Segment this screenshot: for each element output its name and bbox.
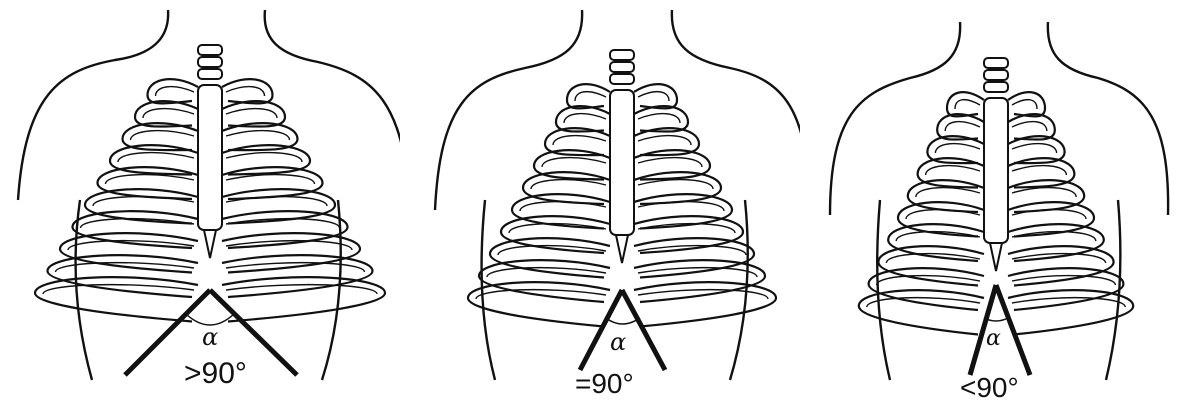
rib-right [222,277,385,321]
rib-right-inner [1012,100,1037,109]
rib-right-inner [1012,122,1047,131]
rib-right-inner [638,92,669,101]
rib-right-inner [1012,144,1057,153]
rib-right-inner [638,136,691,145]
panel-acute: α <90° [800,0,1184,405]
angle-label: =90° [575,368,634,399]
rib-right-inner [226,87,265,96]
rib-right-inner [638,180,713,189]
sternum [984,98,1008,243]
angle-right-line [996,285,1030,375]
alpha-label: α [202,323,218,351]
alpha-label: α [986,326,1001,351]
rib-right-inner [226,241,352,250]
angle-label: <90° [960,372,1019,403]
rib-right-inner [638,114,680,123]
rib-right-inner [226,153,302,162]
vertebra [610,74,634,84]
rib-right-inner [1012,254,1106,263]
rib-right-inner [226,175,315,184]
vertebra [610,62,634,72]
rib-left-inner [531,180,606,189]
panel-obtuse: α >90° [0,0,400,405]
panel-right-angle: α =90° [400,0,800,405]
vertebra [198,45,222,55]
rib-left-inner [575,92,606,101]
rib-left-inner [118,153,194,162]
rib-right [634,282,776,326]
rib-left-inner [131,131,195,140]
rib-right [1008,290,1133,334]
rib-left-inner [935,144,980,153]
vertebra [984,58,1008,68]
rib-left-inner [564,114,606,123]
xiphoid-process [616,235,628,263]
rib-right-inner [638,246,746,255]
rib-left-inner [916,188,980,197]
infrasternal-angle: α =90° [575,290,665,399]
vertebra [198,69,222,79]
ribcage [35,45,385,322]
vertebra [198,57,222,67]
vertebra [984,82,1008,92]
ribcage [468,50,776,327]
rib-left-inner [926,166,980,175]
rib-right-inner [226,109,277,118]
rib-left-inner [886,254,980,263]
rib-left [468,282,610,326]
infrasternal-angle: α >90° [125,290,297,390]
rib-left [60,233,198,272]
infrasternal-angle: α <90° [960,285,1030,403]
rib-left-inner [68,241,194,250]
rib-left-inner [955,100,980,109]
rib-right-inner [1012,298,1125,307]
rib-left-inner [498,246,606,255]
rib-left-inner [553,136,606,145]
rib-right-inner [226,131,290,140]
rib-left-inner [106,175,195,184]
vertebra [984,70,1008,80]
sternum [610,90,634,235]
rib-left-inner [867,298,980,307]
rib-right [222,233,360,272]
vertebra [610,50,634,60]
body-outline [435,10,800,380]
rib-left-inner [542,158,606,167]
sternum [198,85,222,230]
rib-left [35,277,198,321]
xiphoid-process [990,243,1002,271]
rib-right-inner [1012,166,1066,175]
alpha-label: α [610,328,626,356]
rib-left-inner [156,87,195,96]
rib-right-inner [638,158,702,167]
rib-left-inner [945,122,980,131]
rib-left-inner [143,109,194,118]
angle-label: >90° [184,357,247,390]
rib-right-inner [1012,188,1076,197]
xiphoid-process [204,230,216,258]
